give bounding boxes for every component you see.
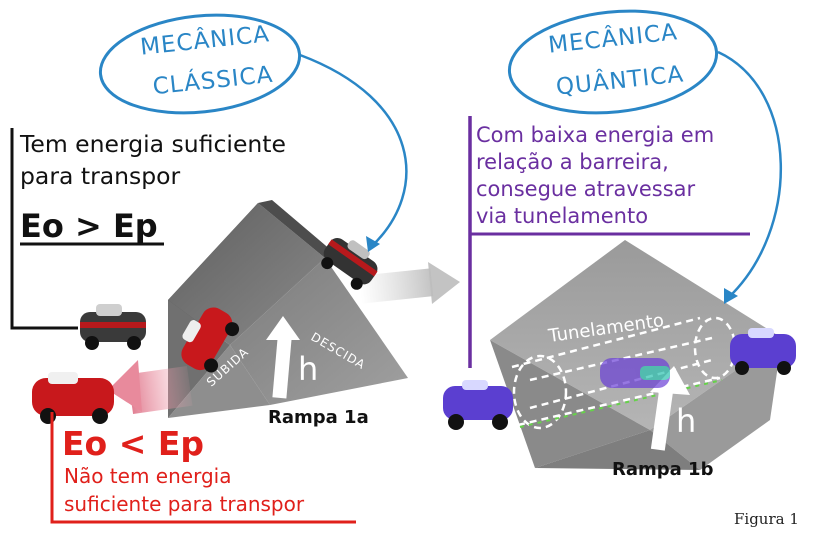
ramp-right-face	[650, 338, 782, 470]
quantum-text-line4: via tunelamento	[476, 204, 649, 228]
quantum-bubble	[507, 9, 719, 115]
ramp-1a-label: Rampa 1a	[268, 407, 369, 428]
figure-caption: Figura 1	[734, 510, 799, 528]
quantum-text-line2: relação a barreira,	[476, 150, 669, 174]
car-purple-exit	[730, 328, 796, 375]
ramp-1b-label: Rampa 1b	[612, 459, 714, 480]
car-purple-entry	[443, 380, 513, 430]
car-classical-top	[321, 238, 378, 290]
ramp-front-face	[168, 345, 270, 418]
ramp-left-face	[490, 340, 650, 468]
classical-text-line1: Tem energia suficiente	[20, 130, 286, 158]
car-purple-tunnel	[600, 358, 670, 388]
car-red-climbing	[181, 307, 240, 373]
classical-inequality: Eo > Ep	[20, 207, 158, 245]
classical-pointer-arrow	[299, 53, 408, 247]
classical-pass-trail	[358, 262, 460, 304]
car-red-returning	[32, 372, 114, 424]
ramp-back-face	[490, 240, 782, 430]
height-arrow-1a	[266, 316, 300, 399]
quantum-pointer-arrow	[717, 50, 783, 299]
classical-bracket	[10, 128, 78, 330]
fail-inequality: Eo < Ep	[62, 424, 205, 463]
classical-text-line2: para transpor	[20, 162, 181, 190]
fail-text-line1: Não tem energia	[64, 464, 232, 488]
ramp-1a-height-label: h	[298, 350, 319, 388]
car-classical-left	[80, 304, 146, 350]
ramp-down-face	[230, 258, 408, 405]
fail-bracket	[50, 412, 356, 524]
fail-trail	[108, 360, 193, 414]
classical-ramp	[168, 200, 408, 418]
quantum-text-line1: Com baixa energia em	[476, 123, 715, 147]
fail-text-line2: suficiente para transpor	[64, 492, 305, 516]
ramp-1b-height-label: h	[676, 402, 697, 440]
classical-bubble	[98, 13, 302, 115]
quantum-text-line3: consegue atravessar	[476, 177, 696, 201]
ramp-top-edge	[258, 200, 345, 262]
